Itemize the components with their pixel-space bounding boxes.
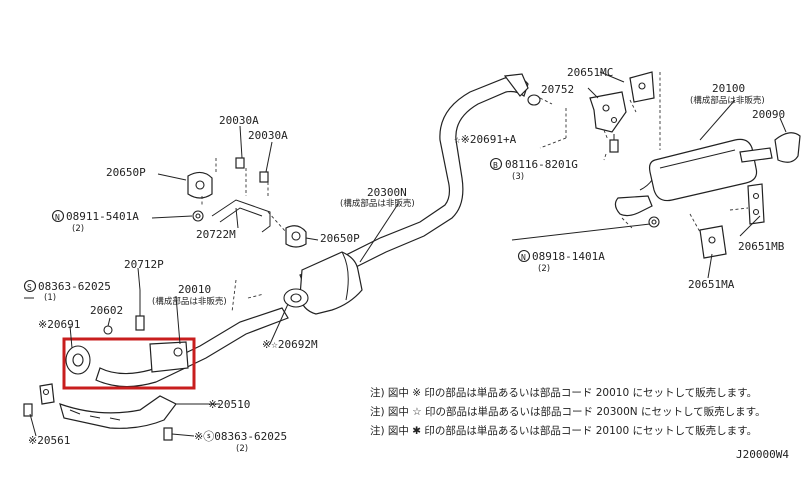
label-20030A-1[interactable]: 20030A	[219, 114, 259, 127]
label-20692M[interactable]: ※☆20692M	[262, 338, 318, 351]
label-20090[interactable]: 20090	[752, 108, 785, 121]
label-08363-lower-qty: (2)	[236, 444, 248, 454]
label-20650P-upper[interactable]: 20650P	[106, 166, 146, 179]
flange-20692M[interactable]	[283, 288, 309, 308]
hanger-rod-20712P[interactable]	[135, 290, 145, 331]
screw-symbol-icon	[23, 279, 37, 293]
leader-lines	[24, 71, 787, 437]
rubber-hanger-20650P-lower[interactable]	[285, 225, 307, 248]
label-20100-note: (構成部品は非販売)	[690, 95, 765, 106]
label-20300N-note: (構成部品は非販売)	[340, 198, 415, 209]
highlight-box	[62, 337, 196, 390]
label-20752[interactable]: 20752	[541, 83, 574, 96]
rubber-hanger-20651MC[interactable]	[629, 71, 655, 103]
bolt-symbol-b: B	[493, 161, 498, 170]
rubber-hanger-20651MB[interactable]	[747, 183, 765, 225]
label-20651MA[interactable]: 20651MA	[688, 278, 735, 291]
label-08116-qty: (3)	[512, 172, 524, 182]
diagram-code: J20000W4	[736, 448, 789, 461]
label-08918-qty: (2)	[538, 264, 550, 274]
nut-symbol-n-2: N	[521, 253, 526, 262]
hanger-bracket-20722M[interactable]	[211, 199, 271, 233]
nut-08918[interactable]	[648, 216, 660, 228]
label-20722M[interactable]: 20722M	[196, 228, 236, 241]
rear-muffler-20100[interactable]	[614, 132, 801, 217]
label-08918[interactable]: 08918-1401A	[532, 250, 605, 263]
nut-08911[interactable]	[192, 210, 204, 222]
label-20691A[interactable]: ☆※20691+A	[454, 133, 517, 146]
rubber-hanger-20651MA[interactable]	[699, 225, 727, 259]
bolt-08363-lower[interactable]	[163, 427, 173, 441]
label-20510[interactable]: ※20510	[208, 398, 250, 411]
label-08911-qty: (2)	[72, 224, 84, 234]
label-20561[interactable]: ※20561	[28, 434, 70, 447]
nut-symbol-icon	[51, 209, 65, 223]
note-3: 注) 図中 ✱ 印の部品は単品あるいは部品コード 20100 にセットして販売し…	[370, 424, 757, 437]
label-20691[interactable]: ※20691	[38, 318, 80, 331]
label-20010[interactable]: 20010	[178, 283, 211, 296]
center-silencer[interactable]	[299, 251, 363, 315]
gasket-20602[interactable]	[103, 325, 113, 335]
bolt-symbol-icon	[489, 157, 503, 171]
nut-symbol-icon-2	[517, 249, 531, 263]
label-08363-upper-qty: (1)	[44, 293, 56, 303]
label-20030A-2[interactable]: 20030A	[248, 129, 288, 142]
nut-symbol-n: N	[55, 213, 60, 222]
label-20651MC[interactable]: 20651MC	[567, 66, 613, 79]
hanger-bracket-20752[interactable]	[589, 91, 627, 133]
note-1: 注) 図中 ※ 印の部品は単品あるいは部品コード 20010 にセットして販売し…	[370, 386, 757, 399]
gasket-20691A[interactable]	[527, 94, 541, 106]
label-20100[interactable]: 20100	[712, 82, 745, 95]
label-20650P-lower[interactable]: 20650P	[320, 232, 360, 245]
rubber-hanger-20650P-upper[interactable]	[187, 171, 213, 199]
bracket-20561[interactable]	[23, 383, 55, 417]
bolts-20030A[interactable]	[235, 157, 269, 183]
label-08911[interactable]: 08911-5401A	[66, 210, 139, 223]
dashed-guide-lines	[201, 72, 749, 313]
heat-insulator-20510[interactable]	[59, 395, 177, 429]
front-tube-20010[interactable]	[65, 307, 289, 388]
label-20651MB[interactable]: 20651MB	[738, 240, 785, 253]
label-20602[interactable]: 20602	[90, 304, 123, 317]
screw-symbol-s: S	[27, 283, 32, 292]
label-20712P[interactable]: 20712P	[124, 258, 164, 271]
bolt-08116[interactable]	[609, 134, 619, 153]
label-20300N[interactable]: 20300N	[367, 186, 407, 199]
label-08363-lower[interactable]: ※ⓢ08363-62025	[194, 430, 287, 443]
label-08363-upper[interactable]: 08363-62025	[38, 280, 111, 293]
label-08116[interactable]: 08116-8201G	[505, 158, 578, 171]
note-2: 注) 図中 ☆ 印の部品は単品あるいは部品コード 20300N にセットして販売…	[370, 405, 766, 418]
label-20010-note: (構成部品は非販売)	[152, 296, 227, 307]
